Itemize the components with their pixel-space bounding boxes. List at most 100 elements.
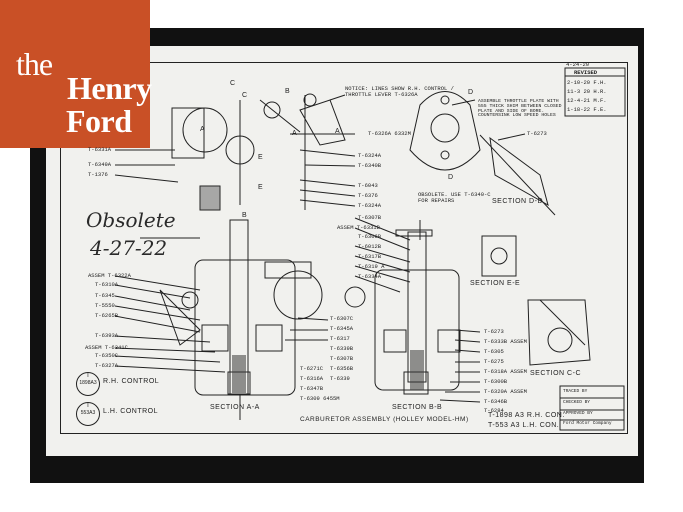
part-label: T-6305 (484, 348, 504, 355)
drawing-number-rh: T-1898 A3 R.H. CON. (488, 412, 565, 419)
part-label: T-6340B (358, 162, 382, 169)
stamp-rh-text: R.H. CONTROL (103, 378, 160, 385)
part-label: T-6334A (358, 273, 382, 280)
part-label: T-5550 (95, 302, 115, 309)
part-label: T-6345A (330, 325, 354, 332)
logo-ford: Ford (66, 103, 132, 139)
part-label: ASSEM T-6341C (85, 344, 128, 351)
marker-label: A' (335, 128, 343, 135)
section-ee-caption: SECTION E-E (470, 280, 521, 287)
stamp-number: 1898A3 (79, 380, 97, 386)
part-label: T-6300B (484, 378, 508, 385)
section-bb-caption: SECTION B-B (392, 404, 443, 411)
stamp-lh: T 553A3 (76, 402, 100, 426)
marker-label: C (242, 92, 248, 99)
part-label: T-6347B (300, 385, 324, 392)
part-label: T-6273 (527, 130, 547, 137)
revision-line: 4-24-20 (566, 61, 590, 68)
part-label: T-6376 (358, 192, 378, 199)
part-label: T-6346B (484, 398, 508, 405)
drawing-title: CARBURETOR ASSEMBLY (HOLLEY MODEL-HM) (300, 416, 469, 423)
part-label: ASSEM T-6331B (337, 224, 380, 231)
title-block (559, 385, 625, 431)
revision-block (564, 67, 626, 117)
marker-label: A (200, 126, 206, 133)
marker-label: E (258, 154, 264, 161)
title-field: APPROVED BY (563, 411, 593, 416)
marker-label: D (448, 174, 454, 181)
part-label: T-6265B (95, 312, 119, 319)
part-label: T-6333B ASSEM (484, 338, 527, 345)
part-label: T-6271C (300, 365, 324, 372)
marker-label: B (242, 212, 248, 219)
part-label: T-6319 A (358, 263, 385, 270)
part-label: T-6320A ASSEM (484, 388, 527, 395)
section-dd-caption: SECTION D-D (492, 198, 543, 205)
revisions-header: REVISED (574, 69, 598, 76)
part-label: T-1376 (88, 171, 108, 178)
part-label: T-6309 6455M (300, 395, 340, 402)
part-label: T-6356B (330, 365, 354, 372)
part-label: T-6345 (95, 292, 115, 299)
obsolete-note: OBSOLETE. USE T-6340-C FOR REPAIRS (418, 191, 491, 204)
throttle-flange (409, 91, 481, 171)
part-label: T-6317 (330, 335, 350, 342)
marker-label: A (292, 130, 298, 137)
section-cc-shape (527, 299, 591, 366)
top-view-nut (199, 185, 221, 211)
section-cc-caption: SECTION C-C (530, 370, 581, 377)
part-label: T-6327A (95, 362, 119, 369)
part-label: T-6318A ASSEM (484, 368, 527, 375)
handwritten-obsolete: Obsolete (86, 208, 176, 232)
marker-label: C (230, 80, 236, 87)
top-view-housing (171, 107, 205, 159)
revision-line: 11-3 20 H.R. (567, 88, 607, 95)
part-label: T-6326A 6332M (368, 130, 411, 137)
part-label: T-6307B (330, 355, 354, 362)
logo-the: the (16, 46, 53, 82)
title-field: CHECKED BY (563, 400, 591, 405)
throttle-note: ASSEMBLE THROTTLE PLATE WITH 555 THICK S… (478, 99, 562, 119)
stamp-rh: T 1898A3 (76, 372, 100, 396)
part-label: T-6331A (88, 146, 112, 153)
part-label: T-6324A (358, 152, 382, 159)
part-label: T-6393A (95, 332, 119, 339)
revision-line: 12-4-21 M.F. (567, 97, 607, 104)
henry-ford-logo: the Henry Ford (0, 0, 152, 148)
top-note: NOTICE: LINES SHOW R.H. CONTROL / THROTT… (345, 85, 454, 98)
part-label: T-6284 (484, 407, 504, 414)
handwritten-date: 4-27-22 (90, 236, 168, 260)
title-field: Ford Motor Company (563, 421, 612, 426)
part-label: T-6273 (484, 328, 504, 335)
stamp-top: T (86, 373, 90, 379)
marker-label: D (468, 89, 474, 96)
part-label: T-6307C (330, 315, 354, 322)
section-dd-shape (489, 136, 549, 207)
part-label: T-6324A (358, 202, 382, 209)
revision-line: 2-10-20 F.H. (567, 79, 607, 86)
part-label: T-6012B (358, 243, 382, 250)
drawing-number-lh: T-553 A3 L.H. CON. (488, 422, 560, 429)
logo-henry: Henry (67, 70, 152, 106)
revision-line: 1-18-22 F.E. (567, 106, 607, 113)
part-label: ASSEM T-6322A (88, 272, 131, 279)
part-label: T-6339 (330, 375, 350, 382)
section-aa-caption: SECTION A-A (210, 404, 260, 411)
part-label: T-6307B (358, 214, 382, 221)
part-label: T-6317B (358, 253, 382, 260)
section-ee-shape (481, 235, 517, 277)
stamp-top: T (86, 403, 90, 409)
stamp-lh-text: L.H. CONTROL (103, 408, 159, 415)
title-field: TRACED BY (563, 389, 588, 394)
part-label: T-6339B (330, 345, 354, 352)
marker-label: B (285, 88, 291, 95)
part-label: T-6310A (95, 281, 119, 288)
part-label: T-6349A (88, 161, 112, 168)
section-aa-needle (229, 219, 249, 396)
top-view-body (182, 107, 228, 153)
marker-label: E (258, 184, 264, 191)
part-label: T-6043 (358, 182, 378, 189)
part-label: T-6275 (484, 358, 504, 365)
stamp-number: 553A3 (80, 410, 96, 416)
